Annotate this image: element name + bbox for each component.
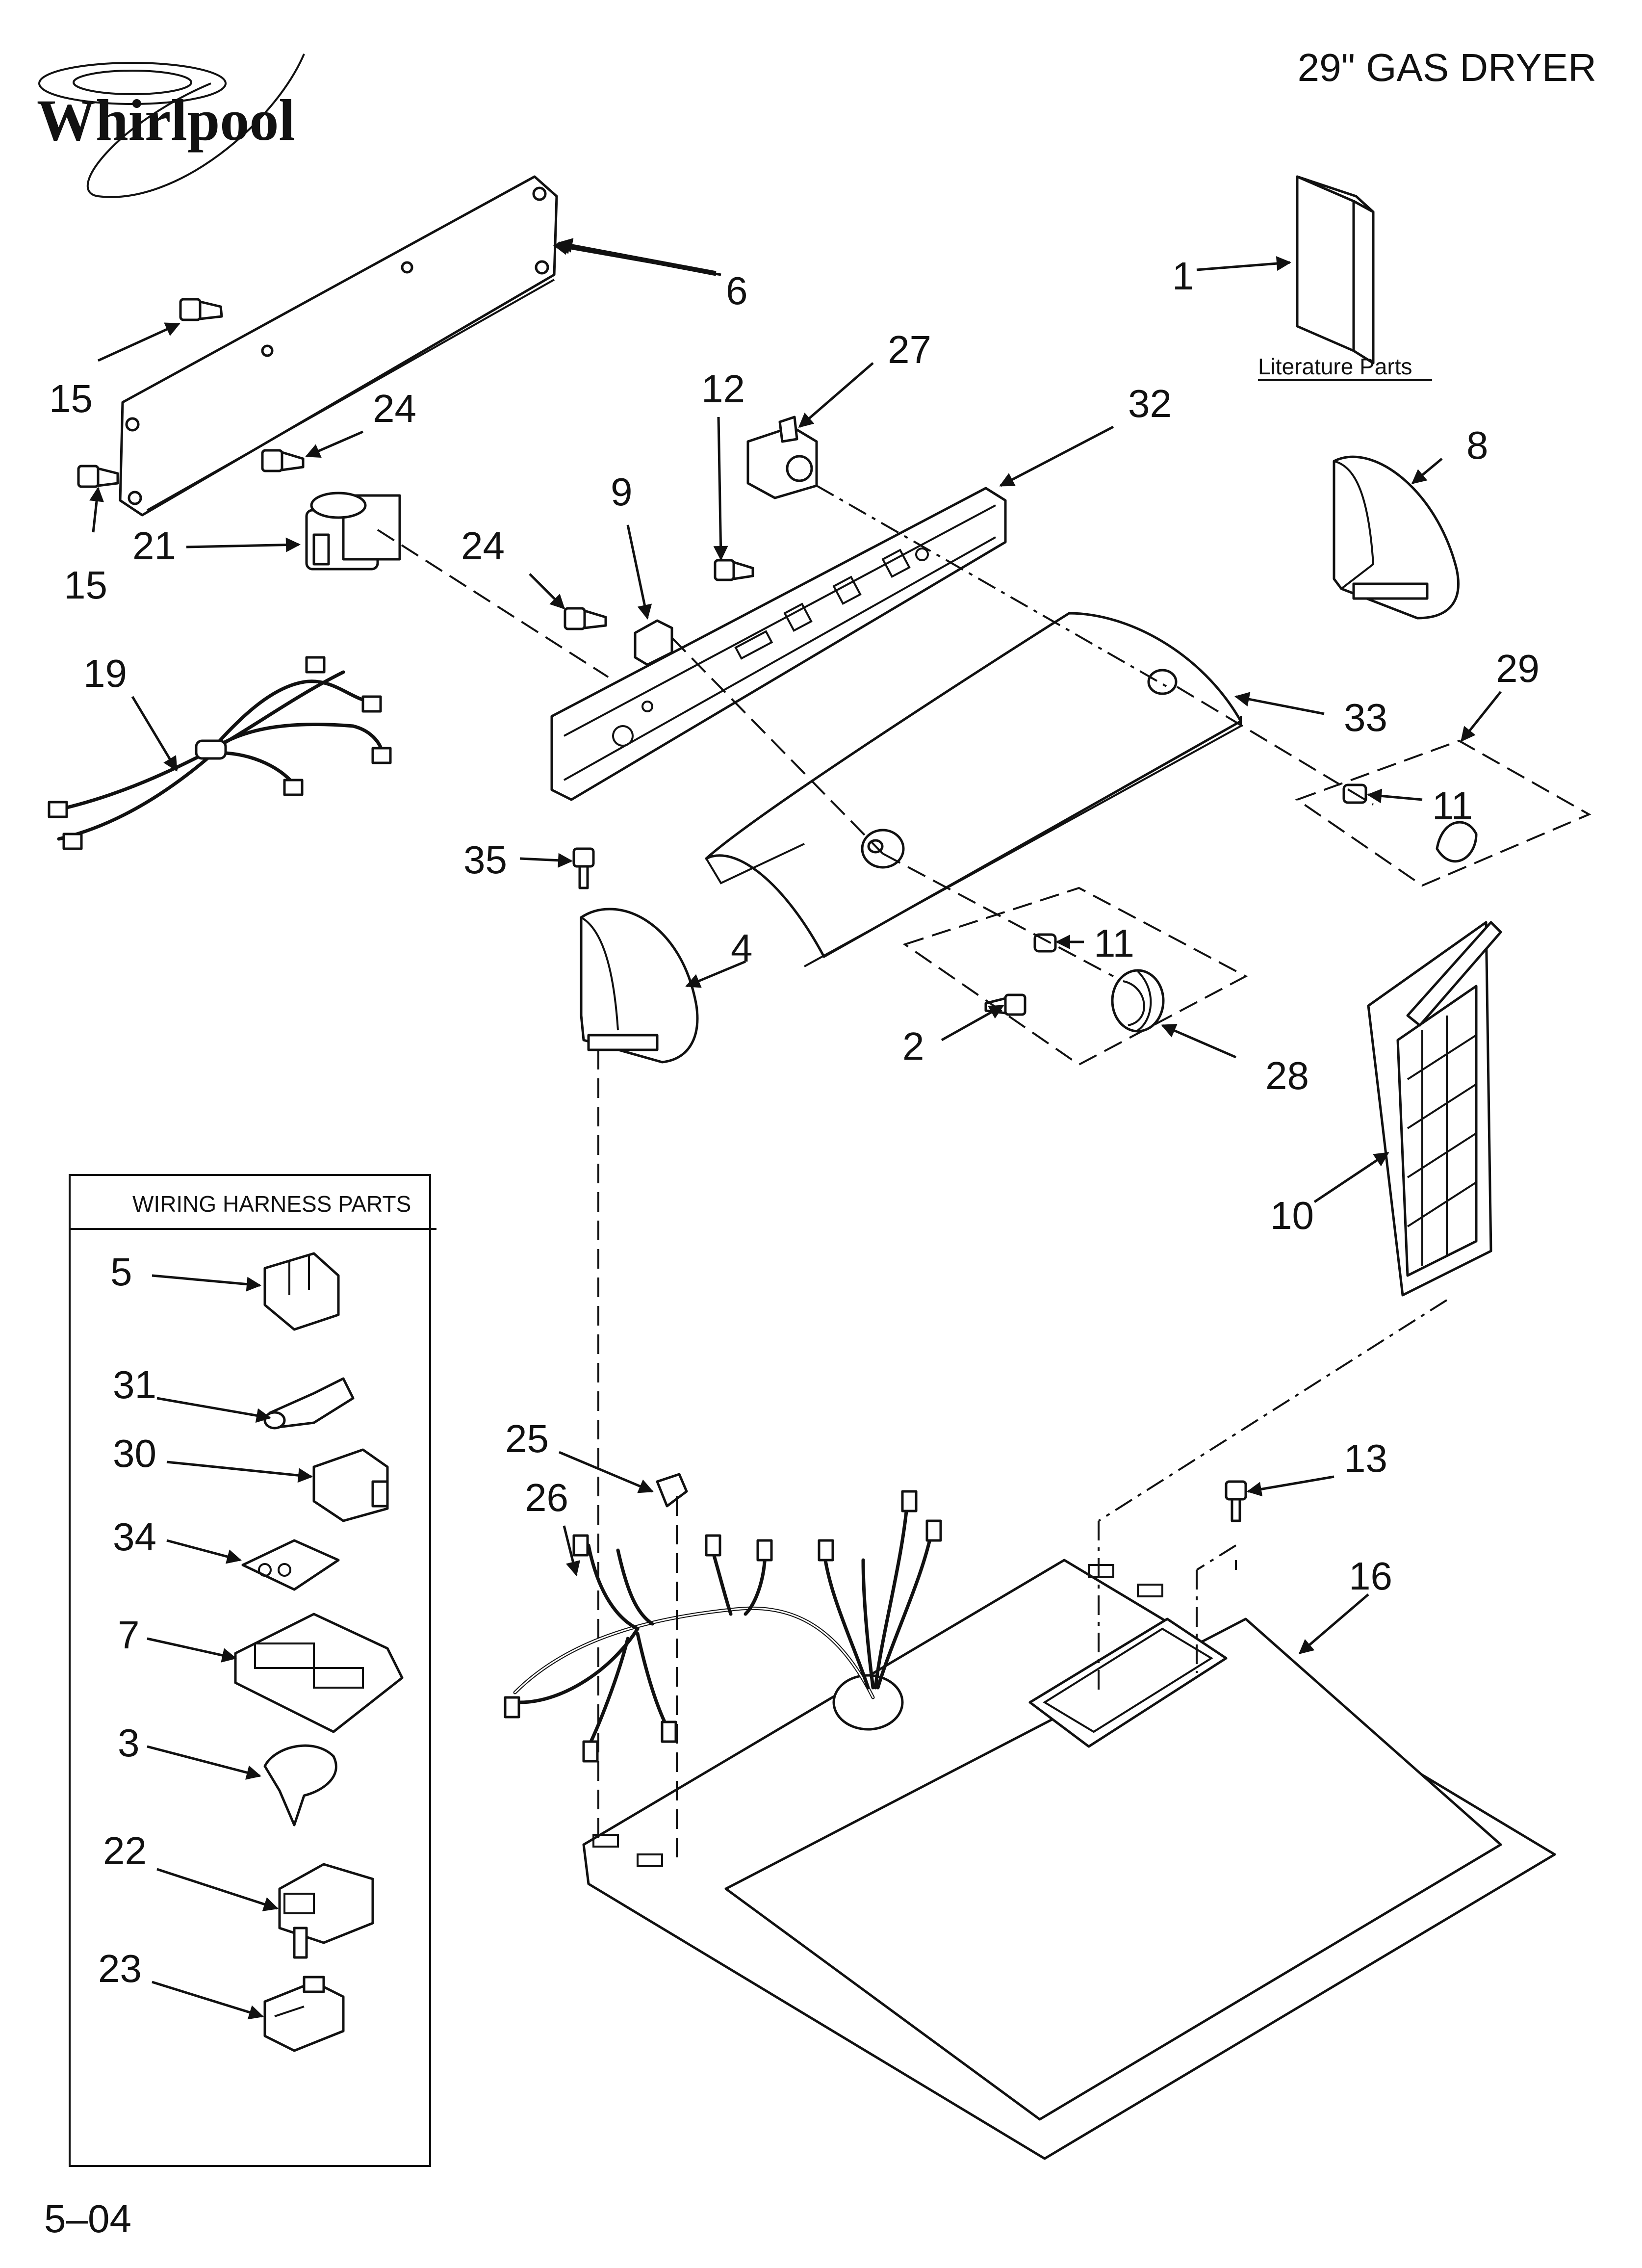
- callout-32: 32: [1128, 382, 1172, 425]
- part-3-clip: [263, 1744, 337, 1826]
- callout-21: 21: [132, 524, 176, 568]
- part-26-main-harness: [504, 1490, 942, 1763]
- part-35-screw: [572, 847, 595, 889]
- callout-13: 13: [1344, 1436, 1387, 1480]
- callout-34: 34: [113, 1515, 156, 1559]
- callout-23: 23: [98, 1947, 142, 1990]
- callout-31: 31: [113, 1363, 156, 1407]
- literature-parts-label: Literature Parts: [1258, 354, 1412, 379]
- callout-1: 1: [1172, 254, 1194, 298]
- callout-29: 29: [1496, 647, 1539, 690]
- part-15-screw: [179, 298, 223, 321]
- callout-35: 35: [463, 838, 507, 882]
- callout-9: 9: [611, 470, 633, 514]
- callout-25: 25: [505, 1417, 549, 1460]
- callout-6: 6: [726, 269, 748, 313]
- whirlpool-swirl-logo-icon: [38, 53, 305, 198]
- brand-wordmark: Whirlpool: [37, 87, 295, 153]
- callout-26: 26: [525, 1476, 568, 1519]
- part-12-screw: [714, 559, 754, 581]
- callout-4: 4: [731, 926, 753, 970]
- part-25-clip: [656, 1473, 688, 1508]
- knob-right-icon: [1436, 821, 1478, 863]
- part-6-rear-panel: [119, 175, 558, 517]
- part-24-screw: [261, 449, 305, 472]
- knob-icon: [1111, 969, 1165, 1033]
- callout-11-left: 11: [1094, 921, 1134, 965]
- part-15-screw-lower: [77, 465, 119, 488]
- callout-24-lower: 24: [461, 524, 505, 568]
- part-4-end-cap-left: [580, 908, 699, 1064]
- callout-15-lower: 15: [64, 563, 107, 607]
- callout-16: 16: [1349, 1554, 1392, 1598]
- part-8-end-cap-right: [1333, 455, 1460, 620]
- callout-numbers: 1 2 3 4 5 6 7 8 9 10 11 11 12 13 15 15 1…: [49, 254, 1539, 1990]
- page-code: 5–04: [44, 2197, 131, 2241]
- part-10-lint-filter: [1367, 921, 1502, 1297]
- callout-33: 33: [1344, 696, 1387, 739]
- assembly-lines: [377, 485, 1448, 1859]
- part-30-connector: [312, 1448, 389, 1522]
- part-21-timer: [305, 492, 401, 571]
- part-5-connector: [263, 1252, 340, 1331]
- leader-arrows: [89, 238, 1502, 2020]
- callout-5: 5: [110, 1250, 132, 1294]
- part-13-screw: [1225, 1480, 1247, 1522]
- part-34-connector: [241, 1539, 340, 1591]
- callout-12: 12: [701, 367, 745, 411]
- callout-3: 3: [118, 1721, 140, 1765]
- callout-7: 7: [118, 1613, 140, 1657]
- wiring-harness-parts-box: WIRING HARNESS PARTS: [69, 1174, 436, 2167]
- callout-24-upper: 24: [373, 387, 416, 430]
- callout-28: 28: [1265, 1054, 1309, 1097]
- part-24-screw-lower: [564, 607, 607, 630]
- whirlpool-logo: Whirlpool: [37, 53, 305, 198]
- callout-8: 8: [1466, 423, 1488, 467]
- wiring-box-title: WIRING HARNESS PARTS: [132, 1191, 411, 1217]
- part-32-control-strip: [550, 487, 1007, 801]
- part-22-connector: [278, 1863, 374, 1959]
- callout-10: 10: [1270, 1194, 1314, 1237]
- callout-30: 30: [113, 1432, 156, 1475]
- part-7-connector-block: [234, 1613, 404, 1733]
- callout-2: 2: [902, 1024, 924, 1068]
- part-1-literature: Literature Parts: [1258, 175, 1432, 381]
- callout-15-upper: 15: [49, 377, 93, 420]
- callout-11-right: 11: [1432, 784, 1473, 828]
- callout-19: 19: [83, 652, 127, 695]
- part-19-harness: [48, 656, 392, 850]
- part-2-screw: [984, 993, 1026, 1016]
- part-23-connector: [263, 1976, 345, 2052]
- part-28-knob-group: [902, 886, 1248, 1066]
- model-title: 29" GAS DRYER: [1298, 46, 1596, 89]
- callout-27: 27: [888, 328, 931, 371]
- callout-22: 22: [103, 1829, 147, 1873]
- part-27-switch: [746, 416, 818, 499]
- part-16-top-panel: [582, 1559, 1556, 2160]
- part-31-terminal: [263, 1377, 355, 1430]
